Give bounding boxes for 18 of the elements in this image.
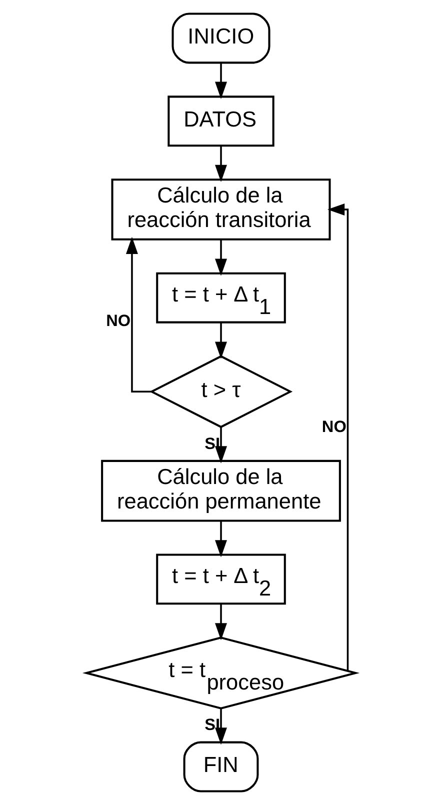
node-diamond: t > τ <box>149 355 293 428</box>
arrow <box>215 63 227 99</box>
arrow <box>215 604 227 640</box>
arrow <box>327 204 349 671</box>
arrow <box>215 322 227 359</box>
node-box: Cálculo de la reacción transitoria <box>111 178 331 240</box>
node-box: FIN <box>183 741 259 792</box>
arrow <box>215 427 227 464</box>
arrow <box>215 520 227 558</box>
edge-label: NO <box>106 312 131 330</box>
arrow <box>215 239 227 276</box>
node-box: DATOS <box>168 96 274 147</box>
arrow <box>215 146 227 182</box>
edge-label: NO <box>322 418 346 436</box>
node-box: Cálculo de la reacción permanente <box>101 460 341 522</box>
arrow <box>126 236 152 392</box>
arrow <box>215 708 227 745</box>
node-box: INICIO <box>172 12 270 64</box>
